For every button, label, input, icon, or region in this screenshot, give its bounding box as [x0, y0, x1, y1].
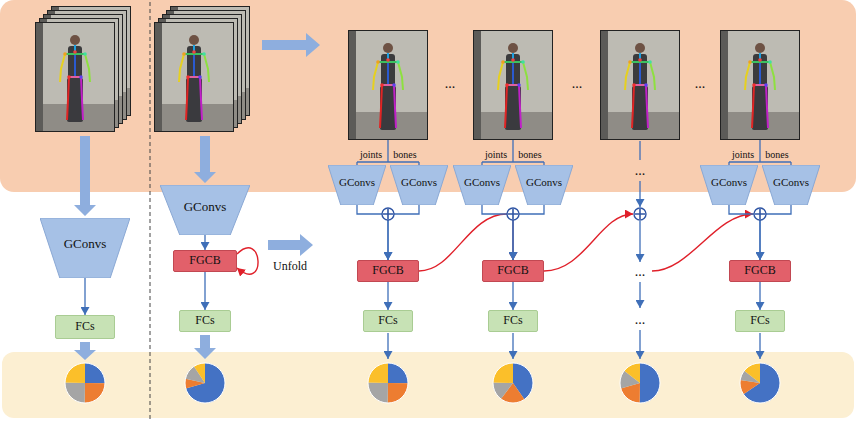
gconv-trapezoid: GConvs	[328, 165, 386, 205]
flow-connector	[387, 282, 388, 310]
annotation-label: ...	[635, 264, 646, 279]
node-label: FCs	[750, 314, 769, 327]
annotation-label: joints	[732, 149, 754, 160]
gconv-trapezoid: GConvs	[160, 185, 250, 235]
block-arrow	[74, 33, 320, 360]
fc-block: FCs	[179, 310, 231, 332]
annotation-label: ...	[445, 76, 456, 91]
node-label: GConvs	[401, 176, 437, 188]
gconv-trapezoid: GConvs	[515, 165, 573, 205]
flow-connector	[759, 282, 760, 310]
annotation-label: ...	[635, 163, 646, 178]
annotation-label: joints	[360, 149, 382, 160]
annotation-label: bones	[393, 149, 416, 160]
gconv-trapezoid: GConvs	[453, 165, 511, 205]
pie-chart	[65, 363, 780, 403]
flow-connector	[204, 272, 205, 310]
node-label: GConvs	[773, 176, 809, 188]
node-label: FCs	[378, 314, 397, 327]
annotation-label: bones	[518, 149, 541, 160]
output-band	[2, 352, 854, 418]
annotation-label: bones	[765, 149, 788, 160]
gconv-trapezoid: GConvs	[390, 165, 448, 205]
flow-connector	[204, 235, 205, 250]
gconv-trapezoid: GConvs	[700, 165, 758, 205]
node-label: FGCB	[189, 254, 220, 267]
split-lines	[357, 140, 791, 165]
node-label: FCs	[195, 314, 214, 327]
node-label: GConvs	[711, 176, 747, 188]
output-arrows	[388, 181, 760, 359]
frame-photo	[473, 30, 553, 140]
node-label: FGCB	[497, 264, 528, 277]
node-label: GConvs	[339, 176, 375, 188]
node-label: FGCB	[372, 264, 403, 277]
node-label: FCs	[75, 320, 94, 333]
node-label: GConvs	[64, 237, 107, 251]
node-label: GConvs	[526, 176, 562, 188]
fc-block: FCs	[55, 315, 115, 339]
recurrent-arrows	[544, 214, 753, 271]
frame-stack	[35, 6, 131, 132]
gconv-trapezoid: GConvs	[40, 218, 130, 278]
annotation-label: ...	[635, 312, 646, 327]
node-label: GConvs	[464, 176, 500, 188]
node-label: FCs	[503, 314, 522, 327]
fgcb-block: FGCB	[173, 250, 237, 272]
flow-connector	[84, 278, 85, 315]
annotation-label: joints	[485, 149, 507, 160]
flow-connector	[512, 282, 513, 310]
recurrent-connector	[237, 248, 258, 274]
fgcb-block: FGCB	[357, 260, 419, 282]
node-label: FGCB	[744, 264, 775, 277]
frame-photo	[720, 30, 800, 140]
divider-line	[150, 2, 151, 420]
fc-block: FCs	[735, 310, 785, 332]
annotation-label: ...	[572, 76, 583, 91]
video-band	[0, 0, 856, 192]
fc-block: FCs	[488, 310, 538, 332]
annotation-label: ...	[695, 76, 706, 91]
frame-stack	[154, 6, 250, 132]
fgcb-block: FGCB	[729, 260, 791, 282]
fgcb-block: FGCB	[482, 260, 544, 282]
frame-photo	[348, 30, 428, 140]
frame-photo	[600, 30, 680, 140]
node-label: GConvs	[184, 200, 227, 214]
fc-block: FCs	[363, 310, 413, 332]
gconv-trapezoid: GConvs	[762, 165, 820, 205]
annotation-label: Unfold	[273, 260, 307, 273]
